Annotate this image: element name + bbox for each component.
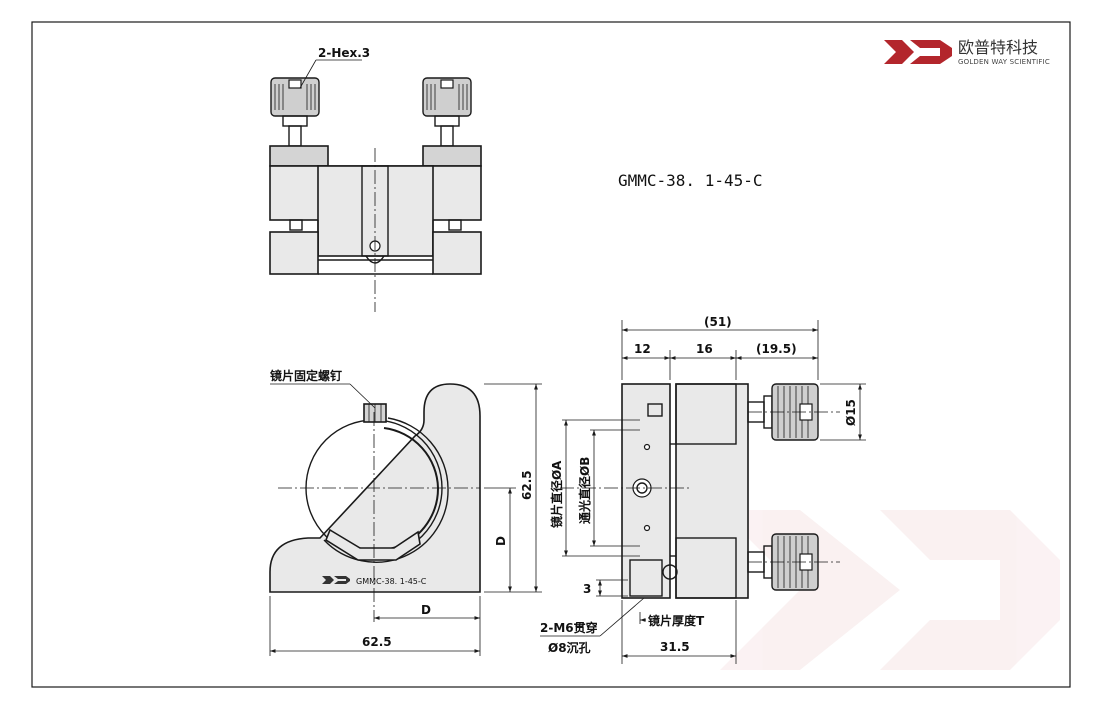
dim-side-overall: (51) [704,315,732,329]
side-view: (51) 12 16 (19.5) Ø15 镜片直径ØA 通光直径ØB 3 31 [540,315,866,664]
dim-front-height: 62.5 [520,470,534,500]
brand-logo: 欧普特科技 GOLDEN WAY SCIENTIFIC [884,38,1050,66]
dim-side-offset: 3 [583,582,591,596]
dim-side-seg-1: 12 [634,342,651,356]
mirror-diameter-label: 镜片直径ØA [549,460,564,528]
mirror-thickness-label: 镜片厚度T [648,613,705,628]
aperture-diameter-label: 通光直径ØB [577,457,592,524]
brand-logo-mark [884,40,952,64]
engraved-logo [322,576,350,584]
mounting-holes-label-2: Ø8沉孔 [548,640,591,655]
side-rear-body [675,383,749,599]
mounting-holes-label-1: 2-M6贯穿 [540,620,598,635]
top-front-plate [269,145,329,167]
brand-name-cn: 欧普特科技 [958,38,1038,57]
brand-watermark [720,510,1060,670]
model-title: GMMC-38. 1-45-C [618,171,763,190]
dim-front-width: 62.5 [362,635,392,649]
front-view: 镜片固定螺钉 GMMC-38. 1-45-C 62.5 D 62.5 D [269,368,542,656]
dim-side-seg-3: (19.5) [756,342,797,356]
dim-side-seg-2: 16 [696,342,713,356]
engraved-model: GMMC-38. 1-45-C [356,577,427,586]
brand-name-en: GOLDEN WAY SCIENTIFIC [958,58,1050,66]
top-view: 2-Hex.3 [269,46,482,312]
drawing-frame [31,21,1071,688]
lens-screw-label: 镜片固定螺钉 [270,368,342,383]
dim-side-base: 31.5 [660,640,690,654]
dim-knob-diameter: Ø15 [844,399,858,426]
dim-front-d-vertical: D [494,536,508,546]
top-right-adjuster-knob [422,77,472,147]
top-base-block [269,231,319,275]
dim-front-d-horizontal: D [421,603,431,617]
top-left-adjuster-knob [270,77,320,147]
hex-key-label: 2-Hex.3 [318,46,370,60]
